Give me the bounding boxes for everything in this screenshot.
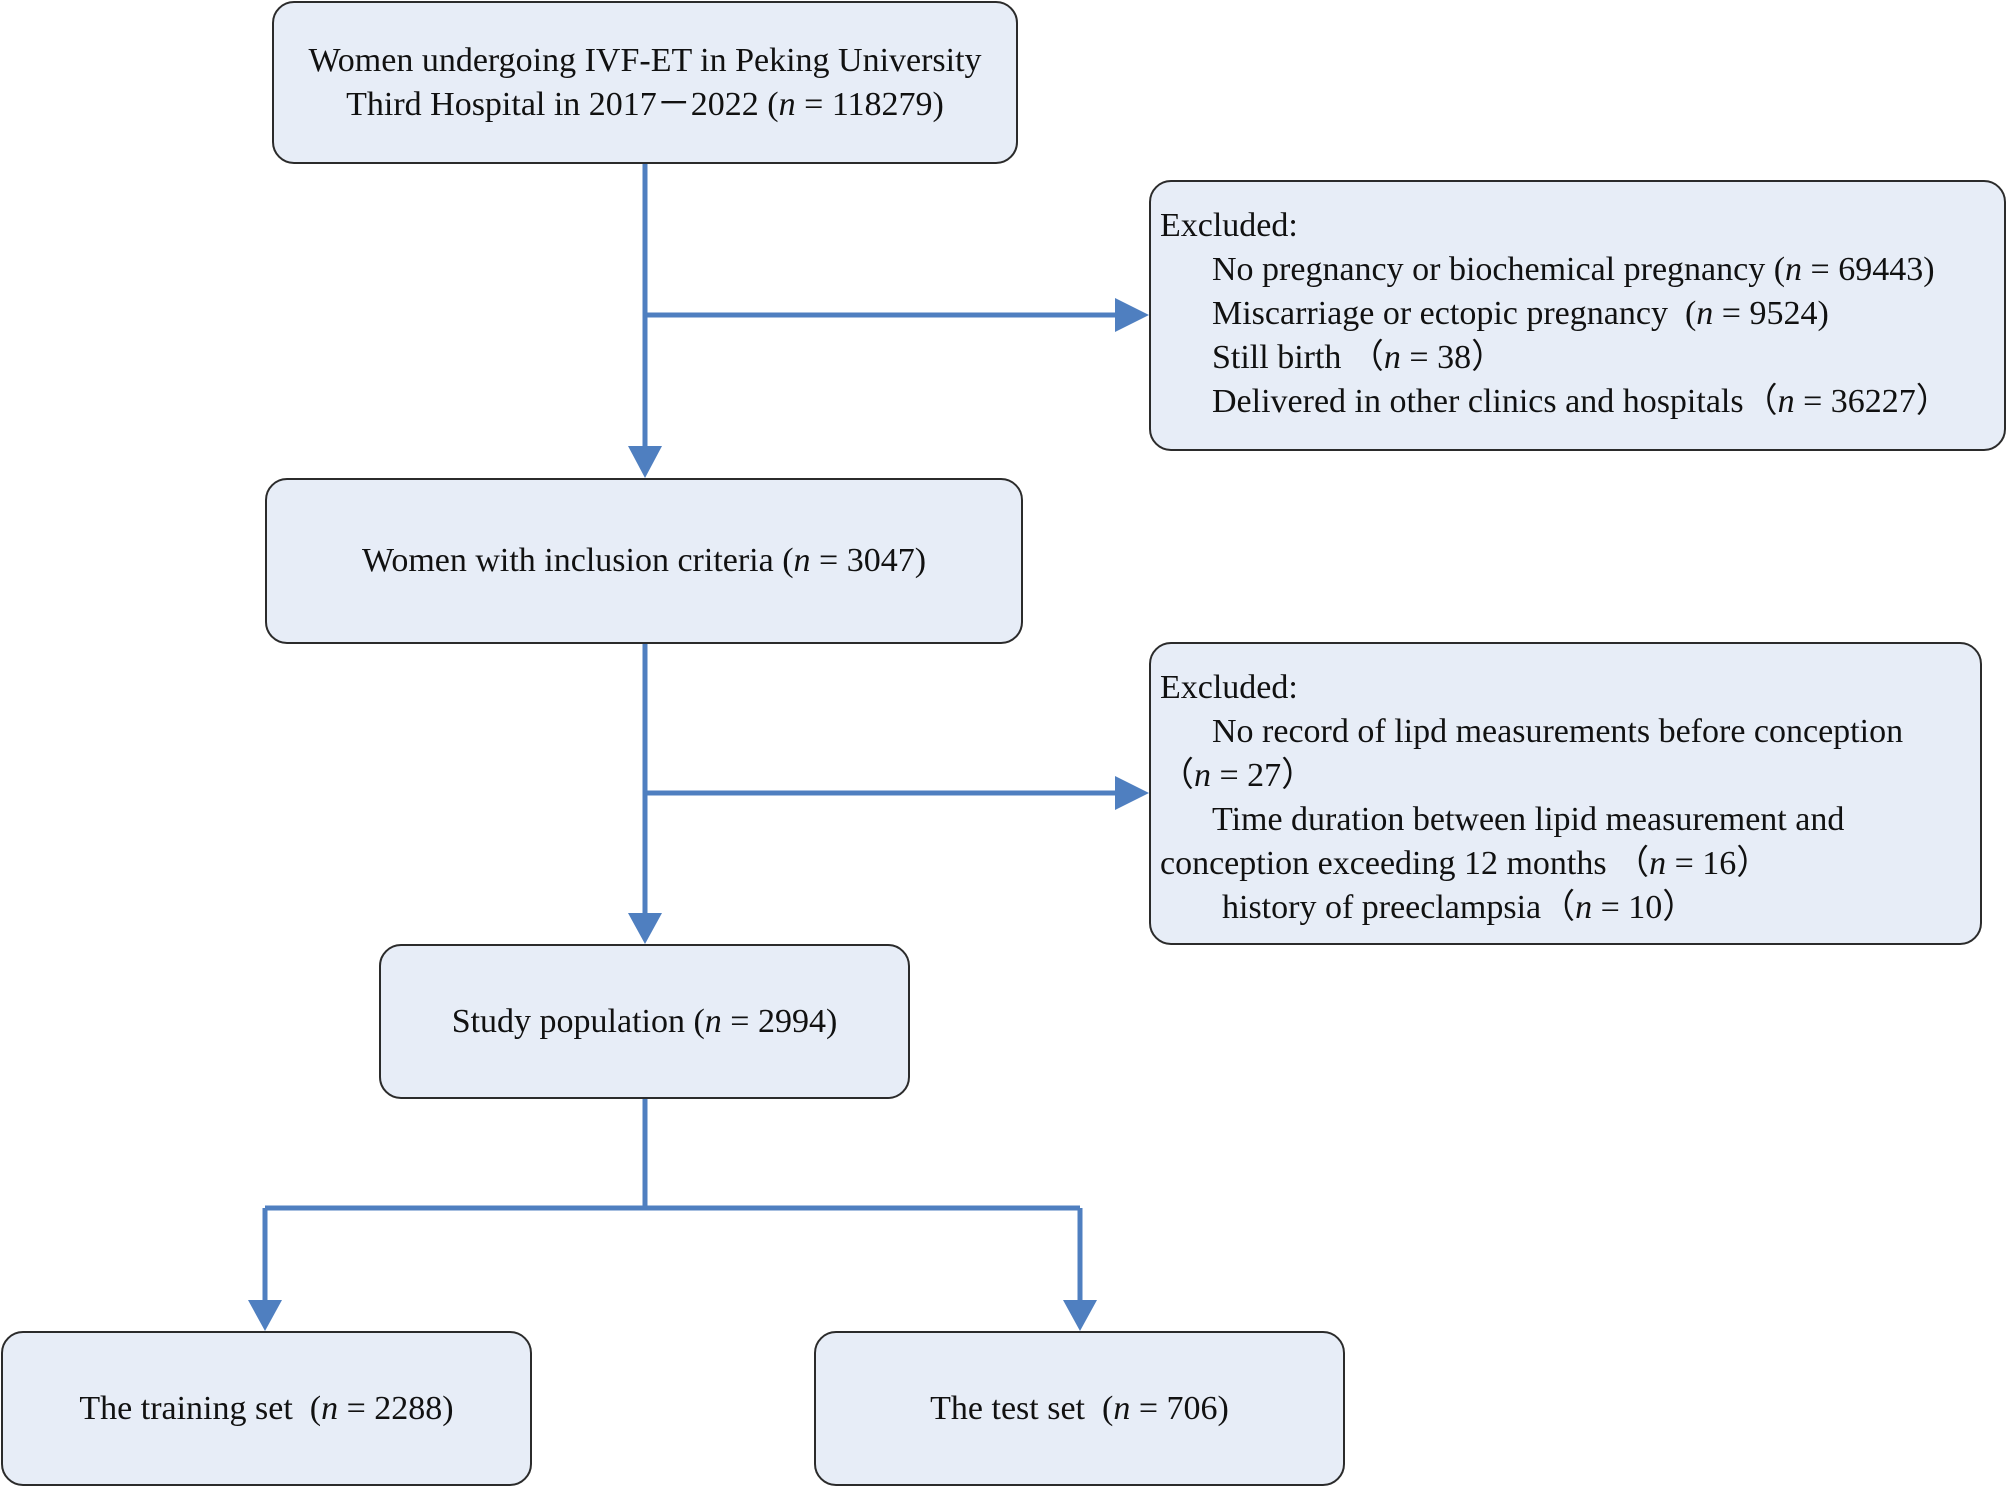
box-all-women-line-1: Women undergoing IVF-ET in Peking Univer… <box>308 41 982 79</box>
exclusion-2-item: Time duration between lipid measurement … <box>1212 801 1845 838</box>
training-set-label: The training set (n = 2288) <box>79 1389 454 1427</box>
exclusion-1-item: No pregnancy or biochemical pregnancy (n… <box>1212 251 1935 288</box>
box-study-population: Study population (n = 2994) <box>379 944 910 1099</box>
arrowhead-to-training <box>248 1300 282 1331</box>
arrowhead-to-test <box>1063 1300 1097 1331</box>
box-inclusion-criteria: Women with inclusion criteria (n = 3047) <box>265 478 1023 644</box>
exclusion-2-item: conception exceeding 12 months （n = 16） <box>1160 845 1771 882</box>
arrowhead-to-study <box>628 913 662 944</box>
arrowhead-to-inclusion <box>628 446 662 478</box>
box-training-set: The training set (n = 2288) <box>1 1331 532 1486</box>
exclusion-2-title: Excluded: <box>1160 669 1298 706</box>
exclusion-1-title: Excluded: <box>1160 207 1298 244</box>
box-exclusion-1: Excluded: No pregnancy or biochemical pr… <box>1149 180 2006 451</box>
test-set-label: The test set (n = 706) <box>930 1389 1229 1427</box>
box-all-women-line-2: Third Hospital in 2017－2022 (n = 118279) <box>346 85 944 123</box>
inclusion-criteria-label: Women with inclusion criteria (n = 3047) <box>361 542 927 579</box>
exclusion-2-item: history of preeclampsia（n = 10） <box>1222 889 1697 926</box>
arrowhead-to-exclusion1 <box>1115 298 1149 332</box>
study-population-label: Study population (n = 2994) <box>451 1002 838 1040</box>
box-all-women: Women undergoing IVF-ET in Peking Univer… <box>272 1 1018 164</box>
box-exclusion-2: Excluded: No record of lipd measurements… <box>1149 642 1982 945</box>
box-test-set: The test set (n = 706) <box>814 1331 1345 1486</box>
exclusion-1-item: Still birth （n = 38） <box>1212 339 1506 376</box>
arrowhead-to-exclusion2 <box>1115 776 1149 810</box>
exclusion-1-item: Miscarriage or ectopic pregnancy (n = 95… <box>1212 295 1829 332</box>
exclusion-2-item: （n = 27） <box>1160 757 1316 794</box>
exclusion-2-item: No record of lipd measurements before co… <box>1212 713 1904 750</box>
exclusion-1-item: Delivered in other clinics and hospitals… <box>1212 383 1950 420</box>
